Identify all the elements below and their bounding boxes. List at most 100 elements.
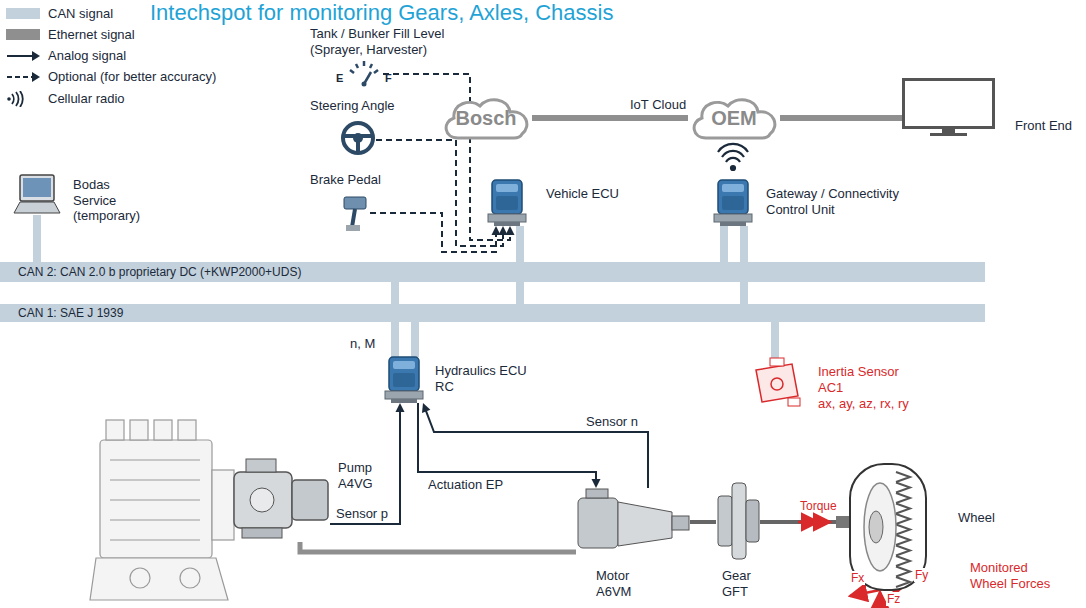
node-label: Brake Pedal [310, 172, 381, 188]
hydraulic-motor-icon [576, 488, 690, 560]
hydraulic-pump-icon-part [234, 472, 292, 528]
hydraulic-pump-icon [232, 458, 330, 542]
wheel-icon-part [896, 567, 910, 577]
gearbox-icon-part [746, 500, 759, 542]
hydraulic-pump-icon-part [292, 480, 328, 520]
inertia-sensor-icon-part [756, 364, 798, 402]
node-label: Hydraulics ECU RC [435, 363, 540, 394]
drive-shaft-path [760, 520, 836, 524]
annotation-label: n, M [350, 336, 375, 352]
node-label: Front End [1015, 118, 1072, 134]
legend-label: CAN signal [48, 6, 113, 22]
wheel-icon-part [896, 556, 910, 566]
legend-label: Ethernet signal [48, 27, 135, 43]
node-label: AC1 [818, 380, 843, 396]
engine-outline-part [110, 460, 200, 540]
torque-arrow-part [810, 521, 830, 524]
hydraulics-ecu-icon-part [385, 391, 423, 399]
node-label: Steering Angle [310, 98, 395, 114]
can-bus-stub-path [771, 322, 779, 358]
brake-pedal-icon-part [344, 197, 366, 209]
arrowhead [492, 226, 501, 235]
node-label: Bosch [440, 106, 532, 130]
wheel-force-arrows-part [879, 592, 882, 606]
legend-symbol-part [12, 91, 23, 107]
engine-outline-part [154, 420, 172, 440]
can-bus-band-icon [0, 304, 985, 322]
annotation-label: Torque [800, 499, 837, 513]
legend-symbol-part [7, 97, 11, 101]
drive-shaft-path [690, 520, 716, 524]
drive-shaft [760, 522, 836, 523]
wheel-icon-part [896, 514, 910, 524]
service-laptop: Bodas Service (temporary) [14, 175, 60, 215]
hydraulic-motor-icon-part [672, 516, 689, 530]
node-label: CAN 1: SAE J 1939 [18, 306, 123, 320]
hydraulics-ecu-icon-part [393, 373, 415, 387]
iot-cloud: Bosch [440, 96, 532, 140]
engine-outline-part [100, 440, 212, 558]
cellular-radio-symbol [718, 144, 748, 170]
hydraulics-ecu: Hydraulics ECU RC [385, 357, 423, 403]
front-end-monitor-icon [902, 78, 995, 136]
node-label: Inertia Sensor [818, 364, 899, 380]
fill-level-gauge-icon-part [350, 61, 378, 73]
node-label: Bodas Service (temporary) [73, 177, 155, 224]
ethernet-line [532, 118, 688, 119]
hydraulic-line-path [300, 542, 576, 552]
legend-symbol [6, 91, 42, 107]
optional-signal-line-path [376, 140, 503, 246]
gateway-unit-icon [714, 180, 752, 226]
gateway-unit-icon-part [722, 196, 744, 210]
gearbox: Gear GFT [716, 482, 760, 560]
iot-cloud: OEM [688, 96, 780, 140]
front-end-monitor-icon-part [930, 133, 967, 136]
engine-outline-part [180, 568, 200, 588]
node-label: Motor A6VM [596, 568, 646, 599]
optional-signal-line [370, 213, 501, 252]
hydraulic-pump-icon-part [242, 528, 282, 538]
ethernet-line [780, 118, 902, 119]
annotation-label: Fz [886, 592, 901, 606]
hydraulic-pump: Pump A4VG [232, 458, 330, 542]
cellular-radio-symbol-part [722, 151, 744, 157]
ethernet-line-path [780, 115, 902, 121]
annotation-label: Fx [850, 571, 865, 585]
hydraulic-motor-icon-part [618, 502, 672, 546]
brake-pedal-icon-part [346, 225, 360, 231]
ecu-unit-icon-part [492, 180, 522, 214]
node-label: OEM [688, 106, 780, 130]
torque-arrow [798, 521, 830, 524]
analog-signal-line-path [330, 409, 400, 524]
engine-outline-part [106, 420, 124, 440]
can-bus-stub [775, 322, 776, 358]
front-end-monitor-icon-part [904, 80, 994, 128]
legend-symbol [6, 69, 42, 85]
annotation-label: Monitored Wheel Forces [970, 560, 1065, 591]
wheel-icon-part [896, 535, 910, 545]
legend-swatch [6, 29, 40, 40]
legend-symbol-part [7, 76, 33, 78]
wheel-icon-part [896, 577, 910, 587]
annotation-label: F [385, 72, 392, 85]
legend-symbol [6, 48, 42, 64]
fill-level-gauge: Tank / Bunker Fill Level (Sprayer, Harve… [345, 60, 383, 86]
ecu-unit-icon-part [496, 184, 518, 192]
wheel-force-arrows-part [850, 590, 880, 596]
can-bus-band: CAN 2: CAN 2.0 b proprietary DC (+KWP200… [0, 262, 985, 282]
inertia-sensor-icon [752, 358, 802, 408]
can-bus-stub [724, 226, 725, 262]
node-label: Wheel [958, 510, 995, 526]
arrowhead [499, 226, 508, 235]
legend-label: Optional (for better accuracy) [48, 69, 216, 85]
edge-label: IoT Cloud [628, 97, 688, 113]
analog-signal-line [330, 403, 405, 524]
analog-signal-line-path [418, 403, 596, 482]
engine-outline [90, 420, 234, 600]
edge-label: Sensor p [334, 506, 390, 522]
node-label: Tank / Bunker Fill Level (Sprayer, Harve… [310, 26, 480, 57]
fill-level-gauge-icon-part [362, 82, 367, 87]
gearbox-icon-part [732, 483, 746, 559]
edge-label: Actuation EP [426, 477, 505, 493]
hydraulic-pump-icon-part [246, 459, 276, 472]
